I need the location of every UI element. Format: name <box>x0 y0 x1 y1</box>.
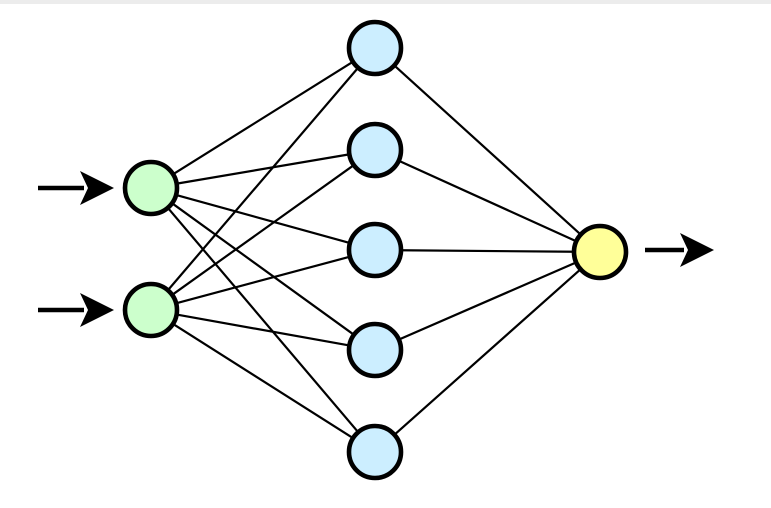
node-h4[interactable] <box>346 321 404 379</box>
arrow-head-icon <box>80 293 114 327</box>
input-arrow-2 <box>38 293 114 327</box>
edges-group <box>165 59 584 441</box>
node-i1[interactable] <box>122 159 180 217</box>
input-node-circle[interactable] <box>122 281 180 339</box>
edge-h5-o1 <box>391 266 584 438</box>
edge-h3-o1 <box>397 249 578 253</box>
node-h5[interactable] <box>346 423 404 481</box>
edge-i2-h5 <box>170 321 356 441</box>
hidden-node-circle[interactable] <box>346 423 404 481</box>
edge-i1-h4 <box>169 200 357 338</box>
edge-i2-h4 <box>173 313 353 347</box>
arrow-head-icon <box>80 171 114 205</box>
arrow-head-icon <box>680 233 714 267</box>
edge-h4-o1 <box>395 260 580 342</box>
edge-i1-h5 <box>165 205 361 435</box>
hidden-node-circle[interactable] <box>346 121 404 179</box>
node-o1[interactable] <box>571 223 629 281</box>
output-node-circle[interactable] <box>571 223 629 281</box>
input-arrow-1 <box>38 171 114 205</box>
node-h3[interactable] <box>346 221 404 279</box>
node-h2[interactable] <box>346 121 404 179</box>
top-edge-strip <box>0 0 771 4</box>
edge-i2-h3 <box>173 255 353 305</box>
nodes-group <box>122 19 629 481</box>
node-i2[interactable] <box>122 281 180 339</box>
hidden-node-circle[interactable] <box>346 321 404 379</box>
node-h1[interactable] <box>346 19 404 77</box>
edge-i2-h2 <box>169 162 357 298</box>
output-arrow-1 <box>645 233 714 267</box>
hidden-node-circle[interactable] <box>346 221 404 279</box>
edge-i2-h1 <box>165 65 361 293</box>
edge-h2-o1 <box>395 158 580 244</box>
edge-i1-h1 <box>170 59 356 177</box>
edge-h1-o1 <box>391 63 584 237</box>
arrows-group <box>38 171 714 327</box>
edge-i1-h2 <box>173 152 353 186</box>
input-node-circle[interactable] <box>122 159 180 217</box>
edge-i1-h3 <box>173 193 353 245</box>
hidden-node-circle[interactable] <box>346 19 404 77</box>
